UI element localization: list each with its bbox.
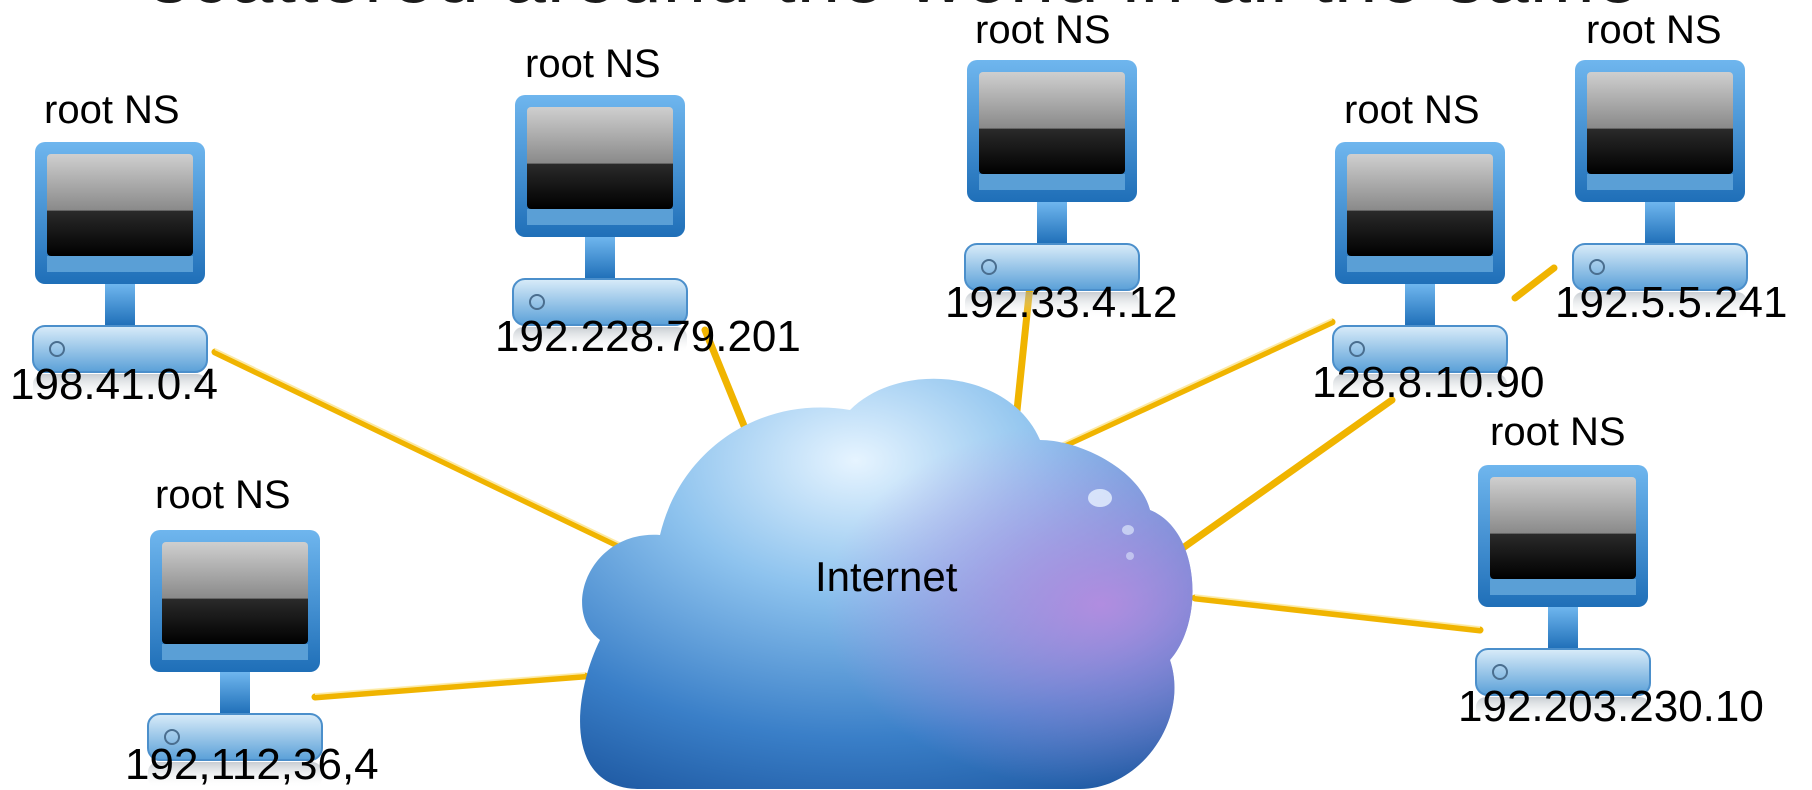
server-s5-label: root NS (1586, 8, 1722, 52)
server-s7-ip: 192.203.230.10 (1458, 682, 1764, 731)
server-s1-label: root NS (44, 88, 180, 132)
link-s6 (311, 672, 589, 701)
link-s7 (1191, 594, 1484, 634)
server-s6-label: root NS (155, 473, 291, 517)
server-s3-label: root NS (975, 8, 1111, 52)
server-s4-ip: 128.8.10.90 (1312, 358, 1545, 407)
server-s4-label: root NS (1344, 88, 1480, 132)
server-s1-ip: 198.41.0.4 (10, 360, 218, 409)
server-s2-label: root NS (525, 42, 661, 86)
internet-label: Internet (815, 553, 958, 600)
server-s2-ip: 192.228.79.201 (495, 312, 801, 361)
link-s4-cloud (1176, 396, 1396, 554)
server-s5-ip: 192.5.5.241 (1555, 278, 1788, 327)
link-s5 (1511, 264, 1558, 302)
server-s7-label: root NS (1490, 410, 1626, 454)
link-s4 (1046, 318, 1336, 456)
server-s6-ip: 192,112,36,4 (125, 740, 379, 789)
server-s3-ip: 192.33.4.12 (945, 278, 1178, 327)
link-s1 (211, 348, 636, 556)
network-links (211, 264, 1558, 701)
internet-cloud (580, 378, 1193, 789)
